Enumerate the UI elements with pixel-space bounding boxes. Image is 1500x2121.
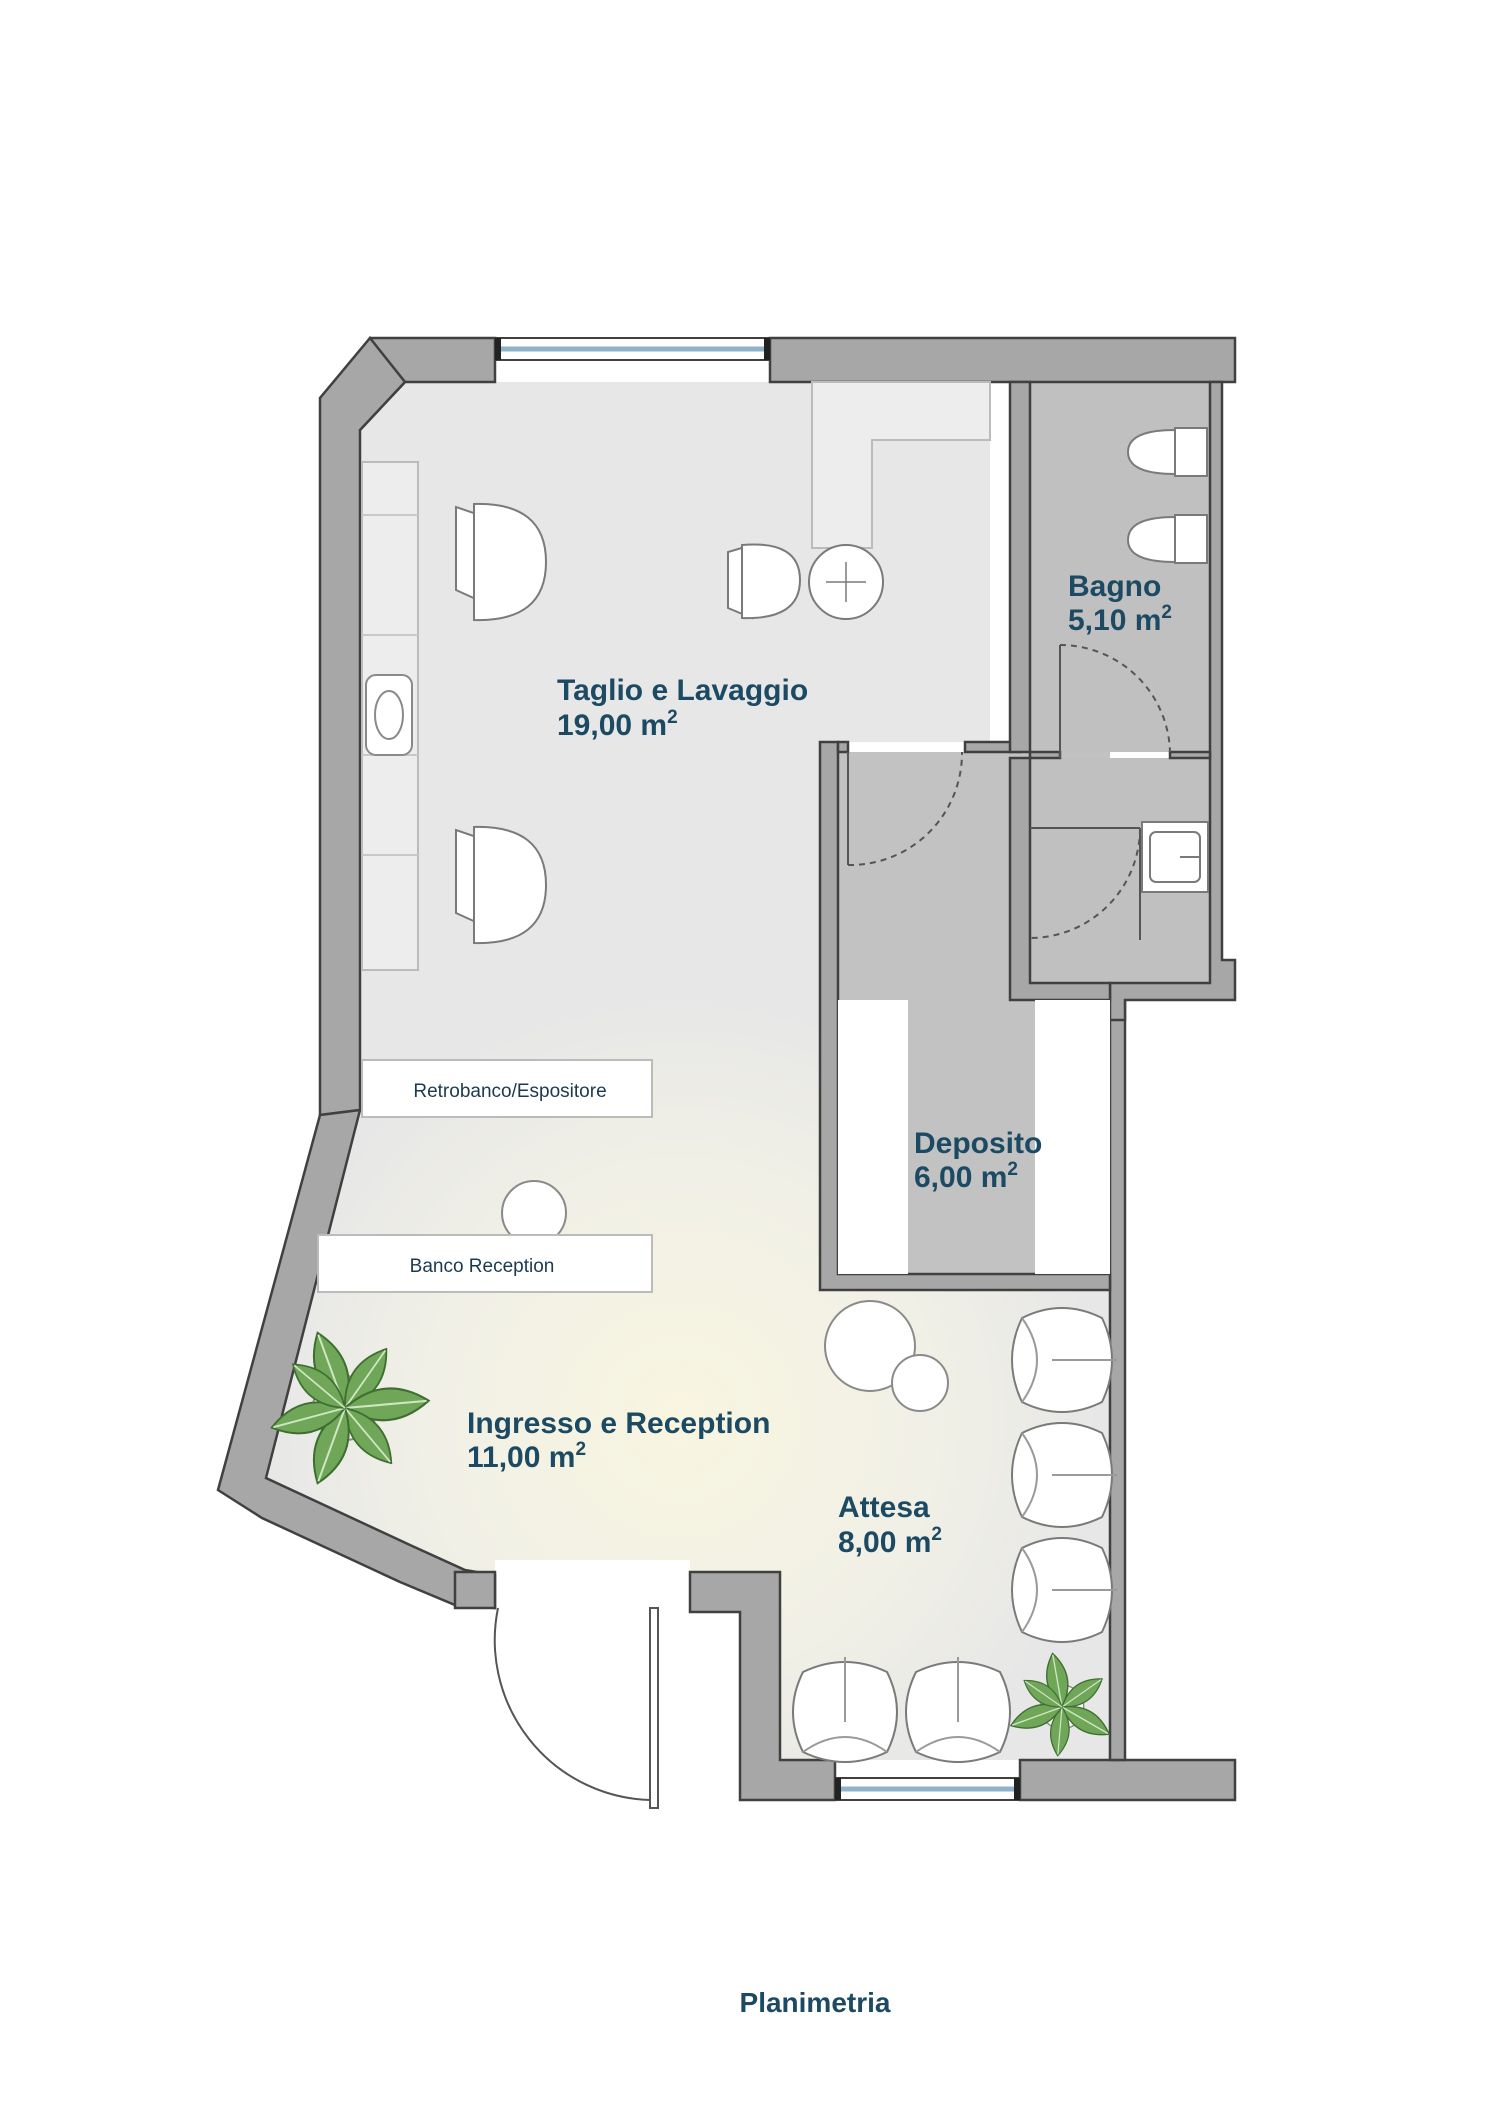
room-name-bagno: Bagno: [1068, 570, 1161, 603]
retrobanco-label: Retrobanco/Espositore: [413, 1081, 606, 1102]
bathroom-sink: [1141, 821, 1209, 893]
wall-right-bagno: [1108, 380, 1237, 1022]
banco-reception-label: Banco Reception: [410, 1256, 555, 1277]
room-area-taglio: 19,00 m2: [557, 707, 678, 742]
plant-entry: [266, 1326, 432, 1490]
wall-bagno-left: [1008, 380, 1032, 754]
room-area-attesa: 8,00 m2: [838, 1524, 942, 1559]
armchair-2: [1011, 1422, 1118, 1528]
bagno-door-swing: [1059, 644, 1171, 753]
room-label-bagno: Bagno 5,10 m2: [1068, 570, 1172, 637]
room-area-bagno: 5,10 m2: [1068, 602, 1172, 637]
furniture: [317, 381, 1209, 1763]
floor-main: [266, 382, 1110, 1760]
retrobanco: [361, 1059, 653, 1118]
room-area-deposito: 6,00 m2: [914, 1159, 1018, 1194]
wall-right-attesa: [1108, 998, 1127, 1762]
room-label-deposito: Deposito 6,00 m2: [914, 1127, 1042, 1194]
walls: [216, 336, 1237, 1802]
bidet: [1126, 514, 1208, 564]
armchair-4: [792, 1656, 898, 1763]
deposito-shelf-right: [1035, 1000, 1110, 1274]
armchair-3: [1011, 1537, 1118, 1643]
toilet: [1126, 427, 1208, 477]
wall-bottom-right: [1018, 1758, 1237, 1802]
room-label-ingresso: Ingresso e Reception 11,00 m2: [467, 1407, 770, 1474]
room-label-attesa: Attesa 8,00 m2: [838, 1491, 942, 1559]
wall-top-right: [768, 336, 1237, 384]
waiting-table-large: [824, 1300, 916, 1392]
wall-bottom-left: [453, 1570, 497, 1610]
wash-basin: [365, 674, 413, 756]
wall-bagno-mid-right: [1168, 750, 1212, 760]
room-name-ingresso: Ingresso e Reception: [467, 1407, 770, 1440]
armchair-5: [905, 1656, 1011, 1763]
deposito-shelf-left: [838, 1000, 908, 1274]
wall-deposito-top: [836, 740, 850, 754]
room-name-taglio: Taglio e Lavaggio: [557, 674, 808, 707]
entrance-door-swing: [493, 1607, 651, 1801]
entrance-door: [649, 1607, 659, 1809]
plant-attesa: [1006, 1650, 1115, 1758]
waiting-table-small: [891, 1354, 949, 1412]
room-label-taglio: Taglio e Lavaggio 19,00 m2: [557, 674, 808, 742]
wall-antibagno-left: [1008, 756, 1112, 1002]
wall-bagno-mid: [1028, 750, 1062, 760]
antibagno-door-swing: [1029, 827, 1141, 939]
doors: [493, 644, 1171, 1809]
plan-caption: Planimetria: [740, 1987, 891, 2018]
banco-reception: [317, 1234, 653, 1293]
deposito-door-swing: [847, 751, 964, 867]
armchair-1: [1011, 1307, 1118, 1413]
room-name-attesa: Attesa: [838, 1491, 930, 1524]
windows: [494, 337, 1021, 1801]
wash-station: [811, 381, 991, 549]
room-area-ingresso: 11,00 m2: [467, 1439, 586, 1474]
room-name-deposito: Deposito: [914, 1127, 1042, 1160]
wash-chair: [727, 543, 884, 620]
